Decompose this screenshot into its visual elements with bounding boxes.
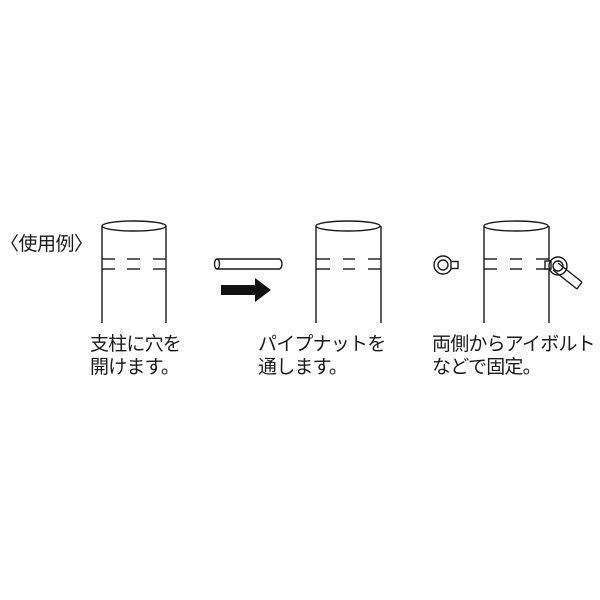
eye-bolt-icon bbox=[544, 256, 583, 290]
post-cylinder-icon bbox=[101, 220, 167, 323]
step-3-caption-line2: などで固定。 bbox=[432, 356, 542, 378]
eye-bolt-icon bbox=[433, 255, 459, 275]
usage-example-heading: 〈使用例〉 bbox=[0, 233, 93, 255]
arrow-right-icon bbox=[221, 278, 271, 302]
step-1-caption-line2: 開けます。 bbox=[90, 356, 180, 378]
step-3-caption-line1: 両側からアイボルト bbox=[432, 333, 596, 355]
pipe-nut-icon bbox=[213, 258, 283, 270]
step-2-caption-line2: 通します。 bbox=[258, 356, 348, 378]
step-2-caption-line1: パイプナットを bbox=[258, 333, 386, 355]
post-cylinder-icon bbox=[483, 220, 550, 323]
post-cylinder-icon bbox=[315, 220, 382, 323]
step-1-caption-line1: 支柱に穴を bbox=[90, 333, 182, 355]
